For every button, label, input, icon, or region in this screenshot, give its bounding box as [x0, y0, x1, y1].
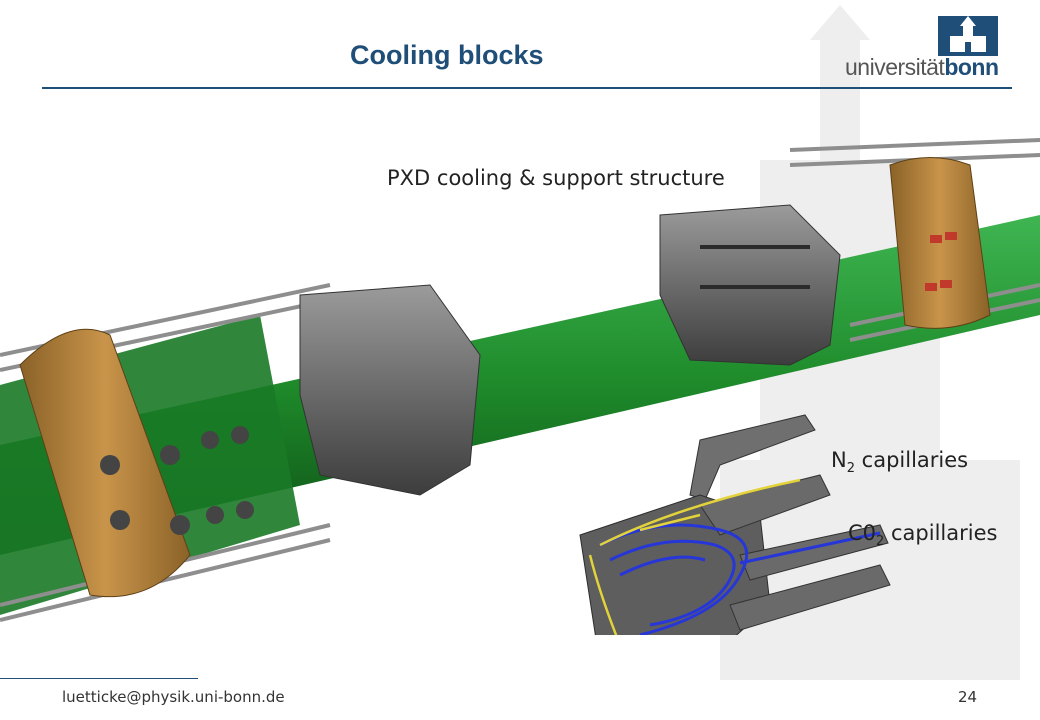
slide-title: Cooling blocks — [350, 40, 544, 70]
page-number: 24 — [958, 688, 978, 706]
cooling-block-detail — [579, 414, 891, 635]
label-n2-main: N — [831, 448, 847, 472]
footer-email: luetticke@physik.uni-bonn.de — [62, 688, 285, 706]
label-pxd-structure: PXD cooling & support structure — [387, 166, 725, 190]
label-co2-rest: capillaries — [884, 521, 998, 545]
pxd-cooling-illustration — [0, 138, 1040, 635]
label-co2-main: C0 — [848, 521, 877, 545]
label-co2-capillaries: C02 capillaries — [848, 521, 997, 549]
footer-divider — [0, 678, 198, 679]
university-logo: universitätbonn — [840, 16, 1010, 80]
title-divider — [42, 87, 1012, 89]
logo-suffix: bonn — [944, 54, 999, 80]
university-building-icon — [938, 16, 998, 56]
label-n2-sub: 2 — [846, 461, 855, 477]
label-co2-sub: 2 — [876, 534, 885, 550]
label-n2-capillaries: N2 capillaries — [831, 448, 968, 476]
logo-wordmark: universitätbonn — [845, 54, 999, 81]
logo-prefix: universität — [845, 54, 945, 80]
label-n2-rest: capillaries — [855, 448, 969, 472]
